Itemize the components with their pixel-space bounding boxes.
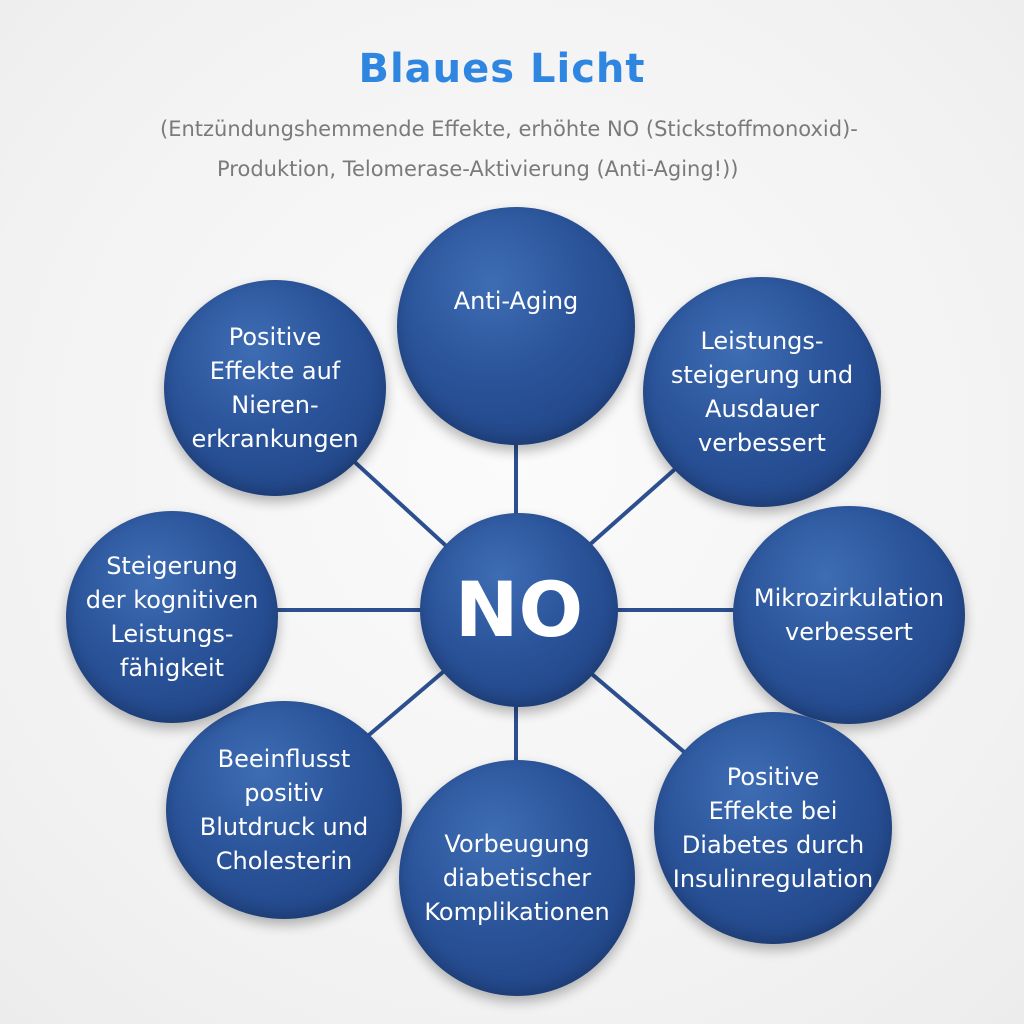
node-kognitiv: Steigerung der kognitiven Leistungs- fäh…	[66, 511, 278, 723]
node-mikrozirkulation-label: Mikrozirkulation verbessert	[753, 584, 945, 646]
page-title: Blaues Licht	[358, 46, 646, 92]
subtitle-line-1: (Entzündungshemmende Effekte, erhöhte NO…	[160, 117, 858, 141]
node-vorbeugung: Vorbeugung diabetischer Komplikationen	[399, 760, 635, 996]
node-blutdruck-label: Beeinflusst positiv Blutdruck und Choles…	[199, 745, 369, 875]
center-node-no: NO	[420, 513, 618, 707]
node-nieren: Positive Effekte auf Nieren- erkrankunge…	[164, 280, 386, 496]
node-diabetes: Positive Effekte bei Diabetes durch Insu…	[654, 712, 892, 944]
center-node-label: NO	[454, 565, 584, 654]
node-nieren-label: Positive Effekte auf Nieren- erkrankunge…	[191, 323, 359, 453]
node-leistungssteigerung-label: Leistungs- steigerung und Ausdauer verbe…	[670, 327, 854, 457]
node-leistungssteigerung: Leistungs- steigerung und Ausdauer verbe…	[643, 277, 881, 507]
node-mikrozirkulation: Mikrozirkulation verbessert	[733, 506, 965, 724]
node-blutdruck: Beeinflusst positiv Blutdruck und Choles…	[166, 701, 402, 919]
node-kognitiv-label: Steigerung der kognitiven Leistungs- fäh…	[85, 552, 259, 682]
node-vorbeugung-label: Vorbeugung diabetischer Komplikationen	[424, 830, 610, 926]
node-anti-aging-label: Anti-Aging	[453, 287, 579, 315]
subtitle-line-2: Produktion, Telomerase-Aktivierung (Anti…	[217, 157, 739, 181]
node-diabetes-label: Positive Effekte bei Diabetes durch Insu…	[672, 763, 874, 893]
node-anti-aging: Anti-Aging	[397, 207, 635, 445]
